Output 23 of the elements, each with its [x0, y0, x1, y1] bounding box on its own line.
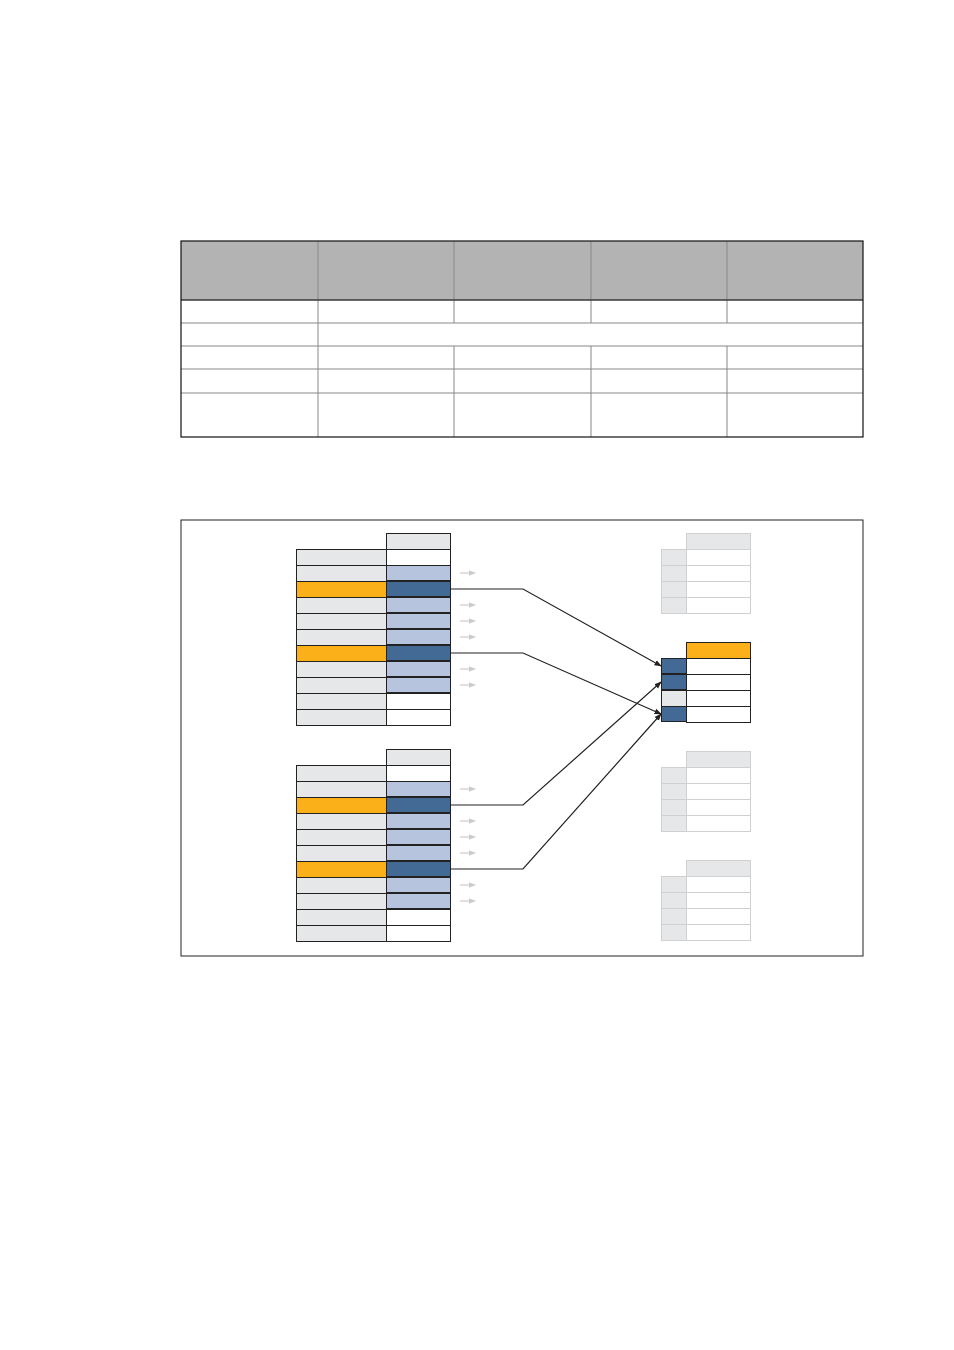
- table-cell: [386, 781, 451, 797]
- arrow: [450, 588, 662, 667]
- table-cell: [661, 674, 687, 690]
- table-cell: [386, 581, 451, 597]
- table-cell: [661, 706, 687, 722]
- table-cell: [386, 629, 451, 645]
- table-cell: [661, 658, 687, 674]
- table-cell: [386, 893, 451, 909]
- arrow: [450, 681, 662, 806]
- table-cell: [386, 797, 451, 813]
- table-cell: [386, 597, 451, 613]
- arrow: [450, 652, 662, 715]
- table-cell: [386, 845, 451, 861]
- table-cell: [386, 565, 451, 581]
- table-cell: [386, 677, 451, 693]
- table-cell: [386, 613, 451, 629]
- arrow: [450, 713, 662, 870]
- table-cell: [386, 861, 451, 877]
- table-cell: [386, 829, 451, 845]
- table-cell: [386, 877, 451, 893]
- table-cell: [386, 645, 451, 661]
- table-cell: [386, 813, 451, 829]
- table-cell: [386, 661, 451, 677]
